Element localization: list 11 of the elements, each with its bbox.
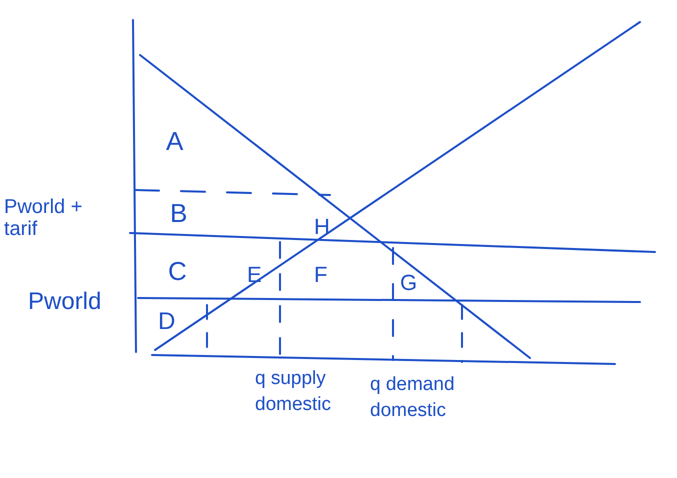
axis-label: F: [314, 261, 328, 289]
axis-label: D: [158, 307, 176, 337]
axis-label: Pworld: [28, 287, 102, 317]
axis-label: H: [314, 213, 331, 241]
axis-label: C: [168, 255, 188, 288]
axis-label: q supply domestic: [255, 367, 332, 417]
axis-label: Pworld + tarif: [4, 196, 84, 240]
axis-label: A: [166, 125, 184, 158]
axis-label: G: [400, 269, 418, 297]
axis-label: B: [170, 197, 188, 230]
axis-label: q demand domestic: [370, 373, 456, 423]
